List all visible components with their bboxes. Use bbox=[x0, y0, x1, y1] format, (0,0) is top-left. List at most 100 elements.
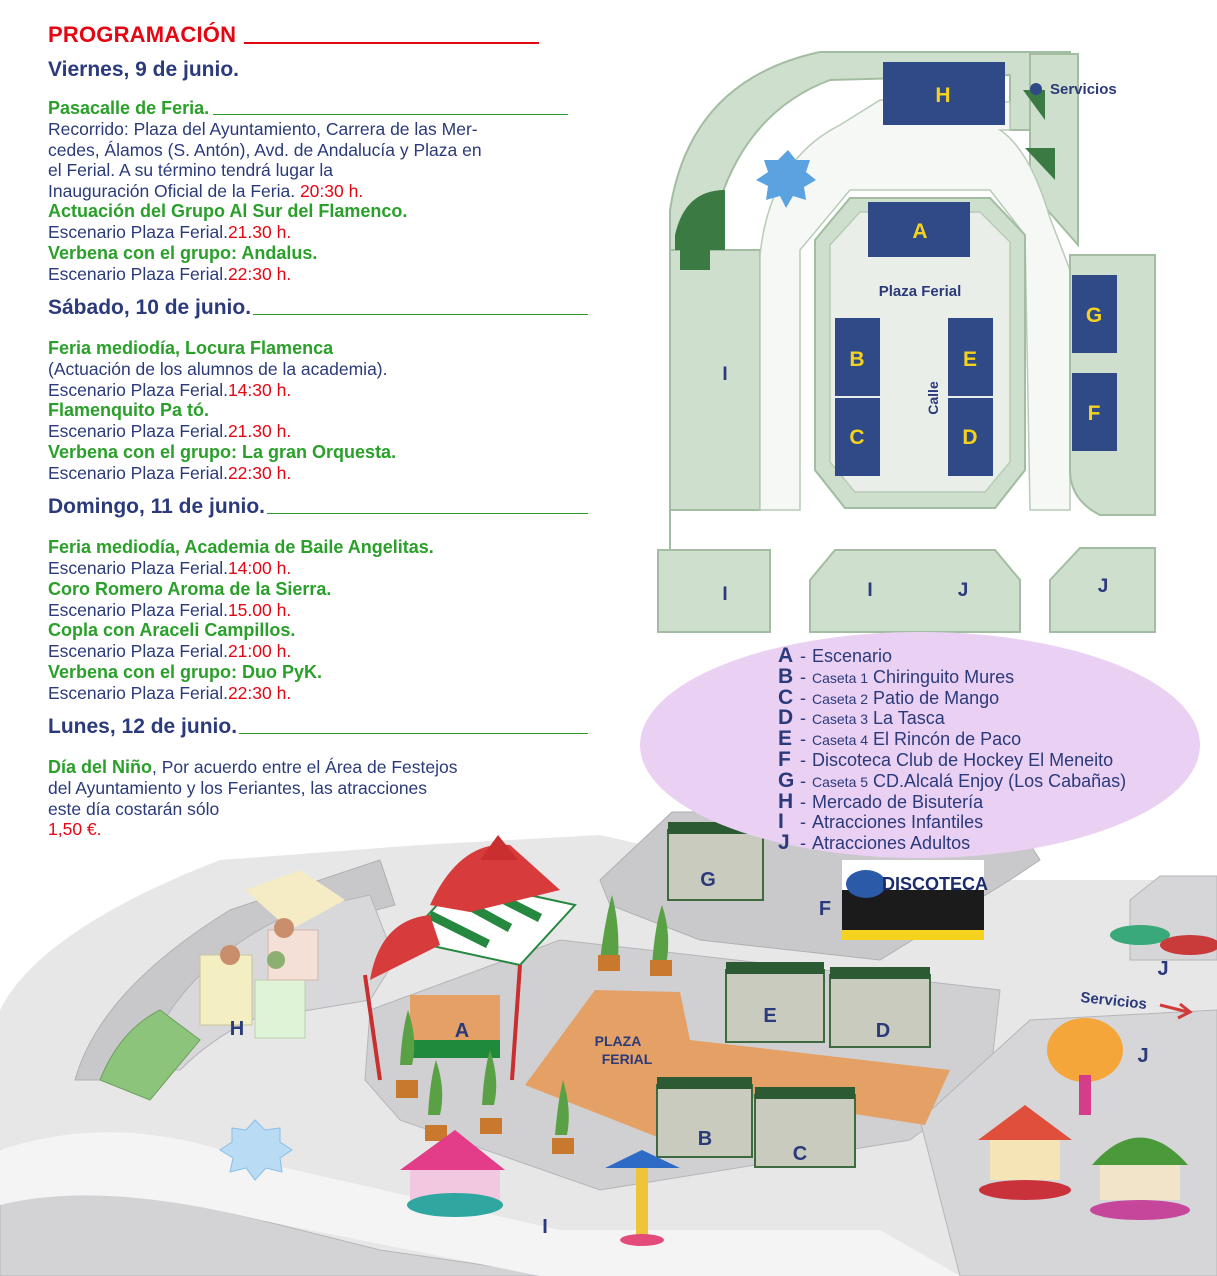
legend-text: Chiringuito Mures bbox=[873, 666, 1015, 687]
label-j-right: J bbox=[1098, 576, 1109, 597]
legend-item: J-Atracciones Adultos bbox=[778, 831, 1126, 854]
block-i-bottom-left bbox=[657, 549, 771, 633]
block-j-bottom-right bbox=[1049, 547, 1156, 633]
day-title: Lunes, 12 de junio. bbox=[48, 715, 238, 738]
map-label-j-mid: J bbox=[1137, 1045, 1148, 1067]
green-patch bbox=[1025, 148, 1055, 180]
day-title: Viernes, 9 de junio. bbox=[48, 58, 240, 81]
event-note: (Actuación de los alumnos de la academia… bbox=[48, 359, 388, 379]
day-viernes: Viernes, 9 de junio. bbox=[48, 58, 588, 82]
event-title: Verbena con el grupo: La gran Orquesta. bbox=[48, 441, 397, 462]
legend-text: Atracciones Adultos bbox=[812, 833, 971, 854]
legend-letter: B bbox=[778, 664, 794, 688]
legend-text: Patio de Mango bbox=[873, 687, 1000, 708]
events-sabado: Feria mediodía, Locura Flamenca (Actuaci… bbox=[48, 338, 568, 483]
event-title: Pasacalle de Feria. bbox=[48, 98, 210, 118]
booth-g bbox=[1072, 275, 1117, 353]
day-title: Domingo, 11 de junio. bbox=[48, 495, 266, 518]
legend-caseta: Caseta 3 bbox=[812, 711, 869, 728]
event-title: Flamenquito Pa tó. bbox=[48, 400, 210, 420]
event-time: 20:30 h. bbox=[299, 180, 364, 201]
event-title: Día del Niño bbox=[48, 757, 153, 777]
map-label-h: H bbox=[230, 1018, 244, 1040]
booth-e bbox=[948, 318, 993, 396]
programacion-title: PROGRAMACIÓN bbox=[48, 22, 237, 47]
event-body: Escenario Plaza Ferial.15.00 h. bbox=[48, 600, 568, 621]
label-d: D bbox=[962, 426, 977, 449]
legend-letter: D bbox=[778, 706, 794, 730]
planter bbox=[598, 955, 620, 971]
illustrated-map: PLAZA FERIAL bbox=[0, 811, 1217, 1276]
legend-background bbox=[640, 632, 1200, 858]
label-i-left: I bbox=[722, 364, 727, 385]
booth-d bbox=[948, 398, 993, 476]
event-underline bbox=[213, 114, 568, 115]
caseta-b bbox=[656, 1077, 753, 1158]
map-label-e: E bbox=[763, 1005, 776, 1027]
event-body: Escenario Plaza Ferial.21.30 h. bbox=[48, 222, 568, 243]
label-servicios: Servicios bbox=[1050, 81, 1117, 98]
day-sabado: Sábado, 10 de junio. bbox=[48, 296, 588, 320]
label-f: F bbox=[1088, 402, 1101, 425]
plaza-label-2: FERIAL bbox=[602, 1051, 653, 1067]
carousel-right-2 bbox=[1090, 1137, 1190, 1220]
event-body: este día costarán sólo bbox=[48, 798, 220, 819]
events-domingo: Feria mediodía, Academia de Baile Angeli… bbox=[48, 537, 568, 703]
plaza-label-1: PLAZA bbox=[595, 1033, 642, 1049]
event-time: 22:30 h. bbox=[227, 682, 292, 703]
event-body: el Ferial. A su término tendrá lugar la bbox=[48, 160, 334, 180]
planter bbox=[396, 1080, 418, 1098]
event-body: del Ayuntamiento y los Feriantes, las at… bbox=[48, 778, 428, 798]
arrow-right-icon bbox=[1159, 1002, 1193, 1020]
event-body: Escenario Plaza Ferial.21.30 h. bbox=[48, 421, 568, 442]
legend-caseta: Caseta 4 bbox=[812, 732, 869, 749]
legend-dash: - bbox=[800, 749, 806, 770]
day-underline bbox=[239, 733, 588, 734]
mercado-block bbox=[245, 870, 345, 930]
event-title: Coro Romero Aroma de la Sierra. bbox=[48, 578, 332, 599]
label-e: E bbox=[963, 348, 977, 371]
event-body-text: Escenario Plaza Ferial. bbox=[48, 641, 228, 661]
legend-letter: H bbox=[778, 789, 794, 813]
event-body: Recorrido: Plaza del Ayuntamiento, Carre… bbox=[48, 119, 478, 139]
event-body-text: Escenario Plaza Ferial. bbox=[48, 462, 228, 483]
legend-letter: C bbox=[778, 685, 794, 709]
servicios-dot bbox=[1030, 83, 1042, 95]
legend-text: Escenario bbox=[812, 646, 893, 666]
map-label-i: I bbox=[542, 1216, 548, 1238]
legend-text: Mercado de Bisutería bbox=[812, 791, 984, 812]
legend-item: I-Atracciones Infantiles bbox=[778, 810, 1126, 833]
legend-dash: - bbox=[800, 687, 806, 708]
event-body-text: Escenario Plaza Ferial. bbox=[48, 599, 228, 620]
legend-text: El Rincón de Paco bbox=[873, 729, 1022, 750]
day-domingo: Domingo, 11 de junio. bbox=[48, 495, 588, 519]
label-g: G bbox=[1086, 304, 1102, 327]
event-body: Día del Niño, Por acuerdo entre el Área … bbox=[48, 757, 568, 778]
plants bbox=[400, 895, 669, 1135]
event-title: Verbena con el grupo: Duo PyK. bbox=[48, 661, 323, 682]
events-lunes: Día del Niño, Por acuerdo entre el Área … bbox=[48, 757, 568, 840]
event-time: 1,50 €. bbox=[48, 819, 102, 839]
servicios-label: Servicios bbox=[1080, 989, 1148, 1013]
planter bbox=[480, 1118, 502, 1134]
escenario-tent bbox=[363, 835, 577, 1081]
event-body: Escenario Plaza Ferial.22:30 h. bbox=[48, 463, 568, 484]
legend-text: Discoteca Club de Hockey El Meneito bbox=[812, 749, 1114, 770]
event-body-text: Escenario Plaza Ferial. bbox=[48, 222, 228, 242]
fountain-star bbox=[219, 1119, 293, 1181]
event-body: Escenario Plaza Ferial.22:30 h. bbox=[48, 683, 568, 704]
event-body-text: Escenario Plaza Ferial. bbox=[48, 558, 228, 578]
legend-letter: F bbox=[778, 747, 791, 771]
legend-dash: - bbox=[800, 833, 806, 854]
schematic-map: H A B C E D G F Plaza Ferial Servicios C… bbox=[657, 51, 1156, 635]
event-body-text: Inauguración Oficial de la Feria. bbox=[48, 180, 300, 201]
fountain-star bbox=[756, 150, 816, 208]
event-title: Verbena con el grupo: Andalus. bbox=[48, 242, 318, 263]
carousel-left bbox=[400, 1130, 505, 1217]
label-i-bottom: I bbox=[722, 584, 727, 605]
legend-dash: - bbox=[800, 770, 806, 791]
event-title: Feria mediodía, Academia de Baile Angeli… bbox=[48, 537, 434, 557]
legend-dash: - bbox=[800, 729, 806, 750]
